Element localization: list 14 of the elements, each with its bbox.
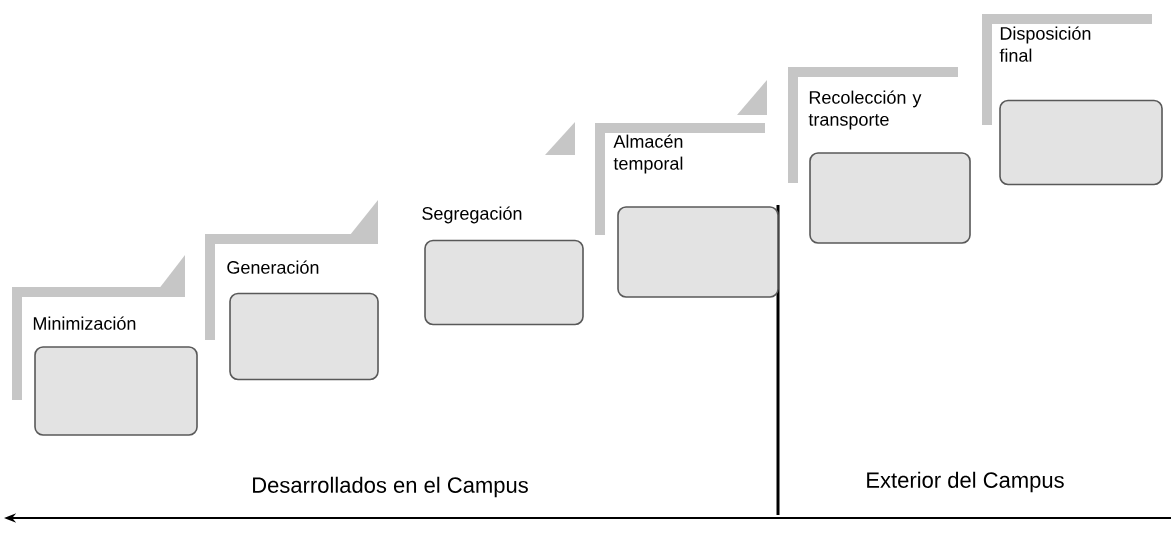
- text-box: [34, 346, 198, 436]
- text-box: [229, 292, 379, 381]
- step-heading: Generación: [227, 260, 319, 274]
- step-heading: Disposición final: [999, 26, 1091, 62]
- text-box: [999, 99, 1163, 186]
- section-label: Desarrollados en el Campus: [253, 476, 528, 498]
- step-heading: Segregación: [422, 206, 522, 224]
- step-heading: Almacén temporal: [613, 134, 683, 174]
- text-box: [809, 152, 971, 244]
- step-heading: Recolección y transporte: [808, 90, 922, 130]
- step-heading: Minimización: [33, 316, 136, 330]
- text-box: [424, 239, 584, 326]
- section-label: Exterior del Campus: [867, 471, 1064, 493]
- text-box: [617, 206, 779, 298]
